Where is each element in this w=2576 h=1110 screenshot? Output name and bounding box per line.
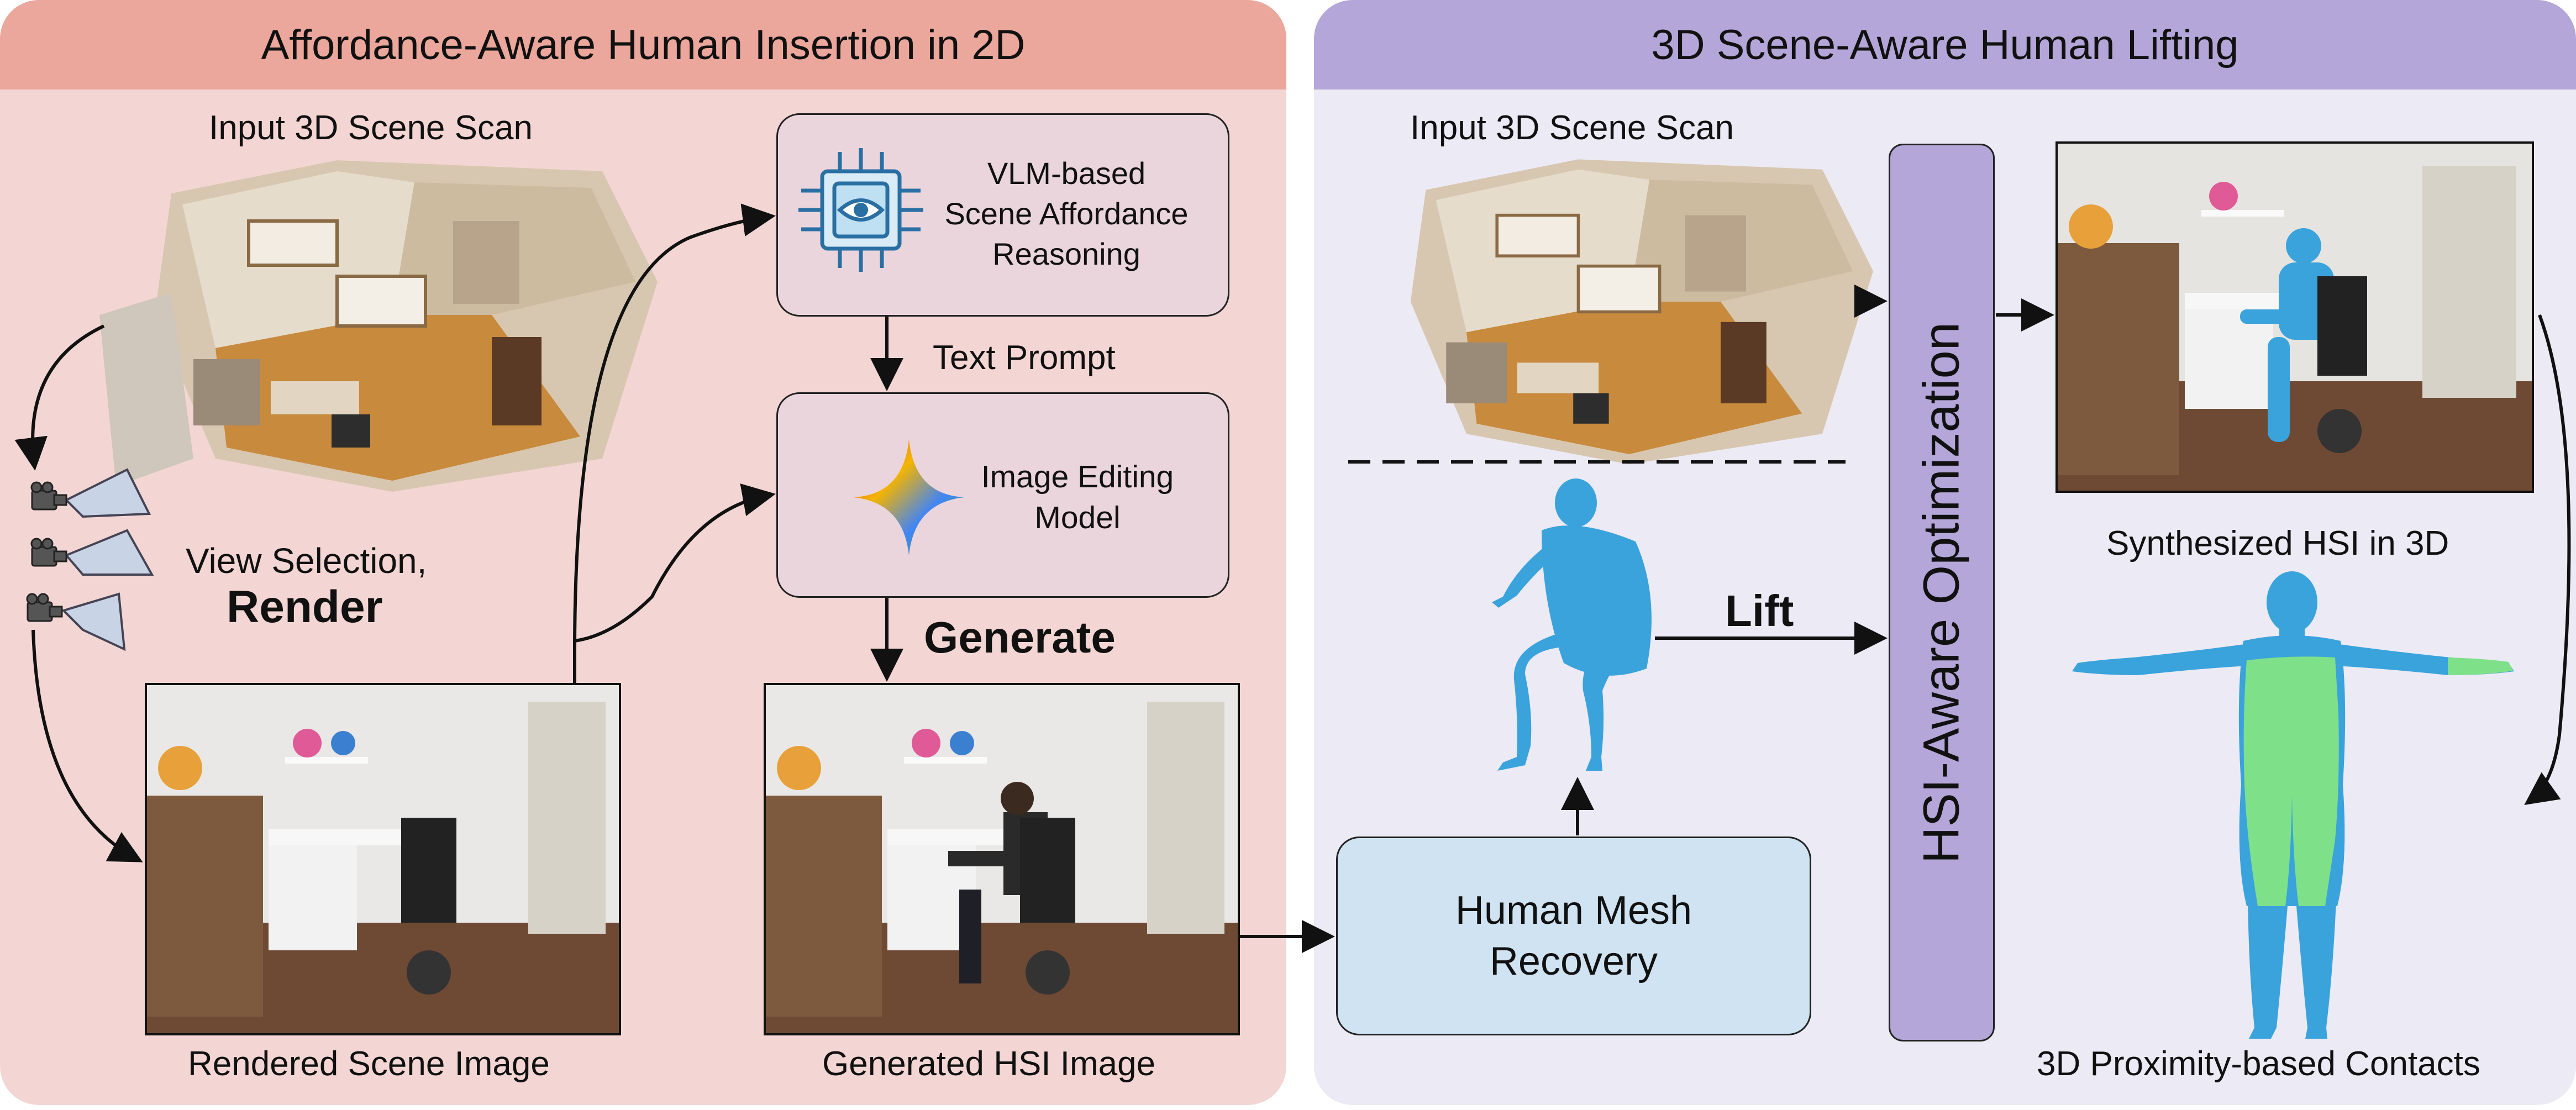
optimization-label: HSI-Aware Optimization	[1913, 322, 1970, 864]
edit-line-2: Model	[1034, 500, 1121, 536]
generated-hsi-image	[764, 683, 1240, 1035]
edit-box-text: Image Editing Model	[950, 456, 1205, 538]
render-label: Render	[227, 582, 383, 632]
left-input-scan-label: Input 3D Scene Scan	[209, 109, 533, 147]
text-prompt-label: Text Prompt	[933, 339, 1116, 377]
generated-image-label: Generated HSI Image	[822, 1045, 1156, 1083]
vlm-line-3: Reasoning	[992, 236, 1140, 271]
right-panel-title: 3D Scene-Aware Human Lifting	[1314, 0, 2576, 90]
hsi-aware-optimization-box: HSI-Aware Optimization	[1889, 144, 1995, 1041]
vlm-line-1: VLM-based	[987, 156, 1146, 191]
edit-line-1: Image Editing	[981, 459, 1174, 494]
hmr-line-2: Recovery	[1489, 939, 1658, 983]
rendered-scene-image	[145, 683, 621, 1035]
right-input-scan-label: Input 3D Scene Scan	[1410, 109, 1734, 147]
generate-label: Generate	[924, 613, 1116, 662]
left-panel-title: Affordance-Aware Human Insertion in 2D	[0, 0, 1286, 90]
hmr-line-1: Human Mesh	[1455, 888, 1692, 933]
vlm-box-text: VLM-based Scene Affordance Reasoning	[928, 154, 1205, 274]
synthesized-hsi-image	[2055, 141, 2534, 493]
contacts-label: 3D Proximity-based Contacts	[2037, 1045, 2480, 1083]
synthesized-hsi-label: Synthesized HSI in 3D	[2106, 524, 2449, 562]
image-editing-box	[776, 392, 1229, 598]
lift-label: Lift	[1725, 586, 1794, 635]
vlm-line-2: Scene Affordance	[944, 196, 1189, 231]
human-mesh-recovery-box: Human Mesh Recovery	[1336, 837, 1811, 1035]
rendered-image-label: Rendered Scene Image	[188, 1045, 550, 1083]
view-selection-label: View Selection,	[186, 541, 427, 581]
